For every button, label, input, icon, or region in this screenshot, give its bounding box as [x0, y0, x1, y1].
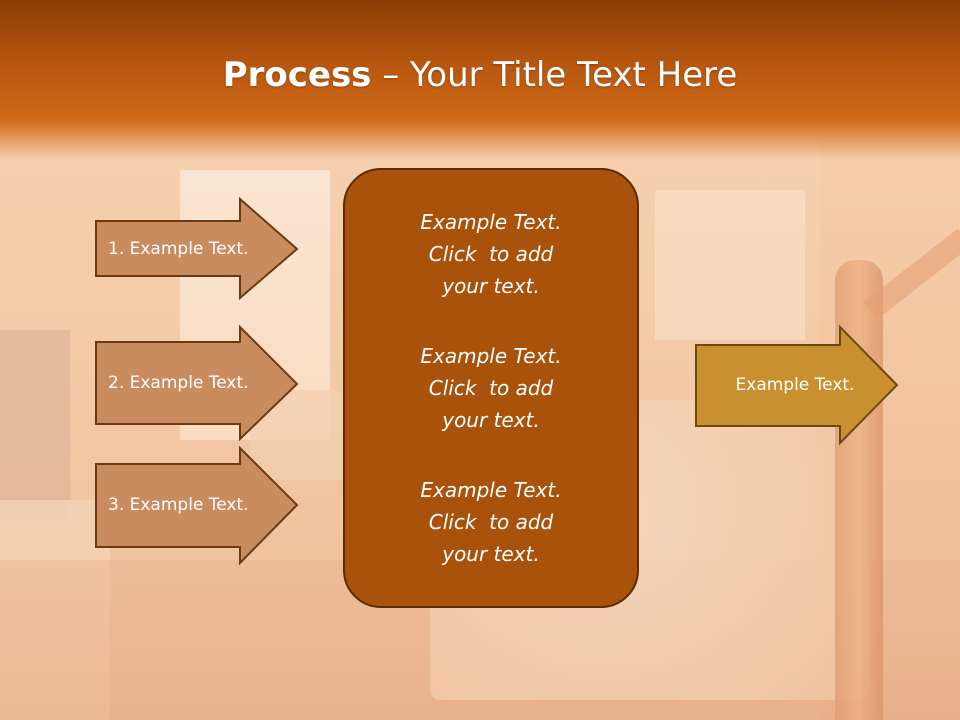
paragraph-line: Click to add [428, 510, 554, 534]
center-paragraph-1: Example Text. Click to add your text. [420, 206, 561, 302]
arrow-step-3-label: 3. Example Text. [108, 495, 249, 515]
arrow-result-label: Example Text. [735, 375, 855, 395]
arrow-shape [95, 324, 299, 442]
paragraph-line: Click to add [428, 376, 554, 400]
center-paragraph-3: Example Text. Click to add your text. [420, 474, 561, 570]
center-text-box[interactable]: Example Text. Click to add your text. Ex… [343, 168, 639, 608]
paragraph-line: Click to add [428, 242, 554, 266]
arrow-step-1-label: 1. Example Text. [108, 239, 249, 259]
slide-title[interactable]: Process – Your Title Text Here [0, 52, 960, 98]
title-rest: – Your Title Text Here [371, 55, 738, 95]
title-bold: Process [222, 55, 372, 95]
arrow-shape [95, 196, 299, 301]
header-band [0, 0, 960, 160]
paragraph-line: Example Text. [420, 478, 562, 502]
arrow-shape [695, 324, 899, 446]
arrow-shape [95, 445, 299, 566]
arrow-step-2-label: 2. Example Text. [108, 373, 249, 393]
center-paragraph-2: Example Text. Click to add your text. [420, 340, 561, 436]
arrow-step-1[interactable]: 1. Example Text. [95, 196, 299, 301]
paragraph-line: Example Text. [420, 344, 562, 368]
paragraph-line: Example Text. [420, 210, 562, 234]
arrow-step-2[interactable]: 2. Example Text. [95, 324, 299, 442]
paragraph-line: your text. [442, 408, 540, 432]
paragraph-line: your text. [442, 542, 540, 566]
arrow-step-3[interactable]: 3. Example Text. [95, 445, 299, 566]
paragraph-line: your text. [442, 274, 540, 298]
arrow-result[interactable]: Example Text. [695, 324, 900, 446]
